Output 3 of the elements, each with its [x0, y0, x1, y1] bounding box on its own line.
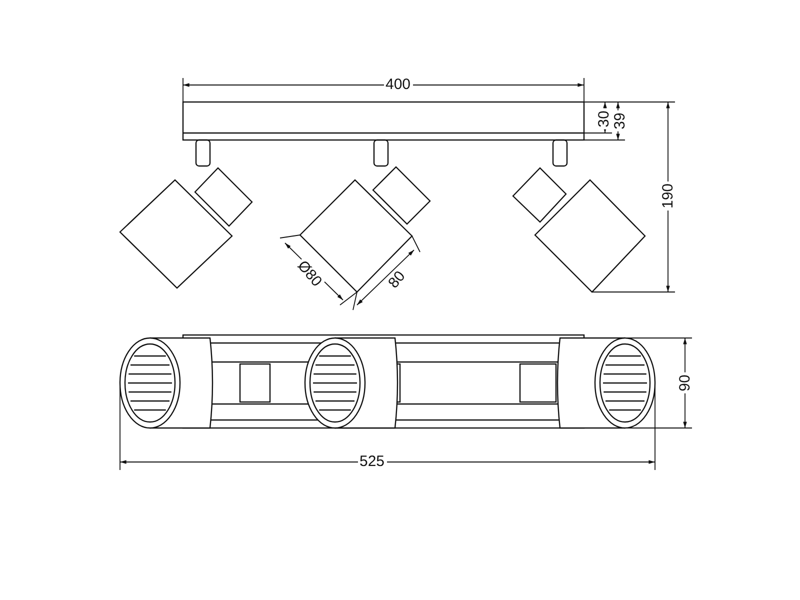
dimension-label: 39: [612, 110, 628, 132]
dimension-label: 30: [596, 108, 612, 130]
dimension-label: 90: [676, 372, 693, 394]
